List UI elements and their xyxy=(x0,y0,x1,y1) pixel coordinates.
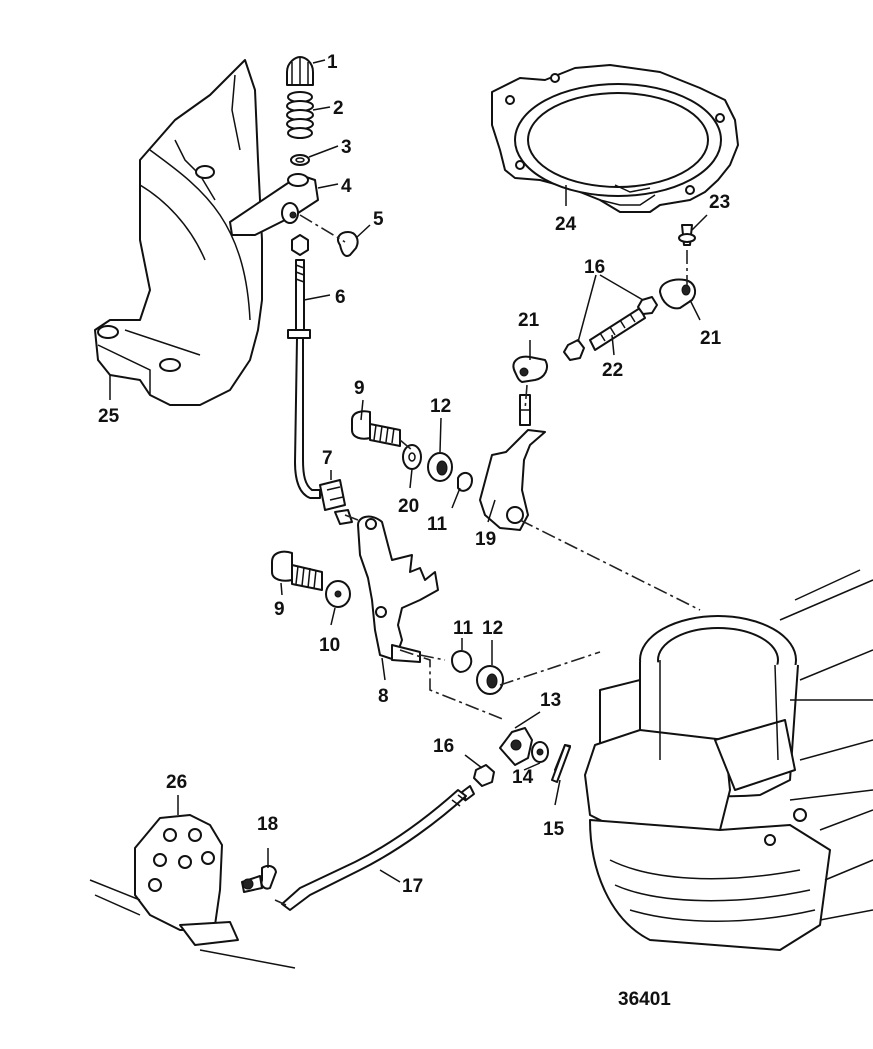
callout-12-upper: 12 xyxy=(430,396,451,417)
callout-16-upper: 16 xyxy=(584,257,605,278)
callout-21-left: 21 xyxy=(518,310,540,331)
lower-fittings xyxy=(473,727,571,787)
callout-21-right: 21 xyxy=(700,328,722,349)
callout-26: 26 xyxy=(166,772,187,793)
callout-18: 18 xyxy=(257,814,278,835)
shift-plate-19 xyxy=(479,394,546,531)
callout-1: 1 xyxy=(327,52,338,73)
tie-rod-linkage xyxy=(512,224,697,411)
nut-16-lower xyxy=(473,764,495,787)
callout-20: 20 xyxy=(398,496,419,517)
callout-22: 22 xyxy=(602,360,623,381)
callout-9-upper: 9 xyxy=(354,378,365,399)
callout-14: 14 xyxy=(512,767,534,788)
rod-end-21-left xyxy=(512,355,548,383)
threaded-rod-22 xyxy=(589,307,646,351)
callout-12-lower: 12 xyxy=(482,618,503,639)
nut-16-right xyxy=(637,296,658,315)
lower-bolt-group xyxy=(271,550,351,608)
bolt-9-lower xyxy=(271,550,293,582)
callout-6: 6 xyxy=(335,287,346,308)
upper-bolt-group xyxy=(351,410,473,492)
shift-bracket-8 xyxy=(357,515,439,663)
washer-20 xyxy=(402,444,422,470)
mounting-bracket-25 xyxy=(94,59,263,406)
callout-17: 17 xyxy=(402,876,423,897)
callout-labels: 1 2 3 4 5 6 7 8 9 9 10 11 11 12 12 13 14… xyxy=(98,52,730,897)
figure-number: 36401 xyxy=(618,989,671,1010)
rod-6 xyxy=(295,259,305,331)
shift-rod-17 xyxy=(281,785,475,911)
rod-end-21-right xyxy=(659,278,697,310)
washer-3 xyxy=(290,154,310,166)
pin-18 xyxy=(241,864,277,893)
callout-9-lower: 9 xyxy=(274,599,285,620)
callout-13: 13 xyxy=(540,690,561,711)
clip-5 xyxy=(337,231,359,257)
housing-ring-24 xyxy=(491,64,739,213)
shift-rod-assembly xyxy=(229,56,359,499)
callout-25: 25 xyxy=(98,406,120,427)
callout-8: 8 xyxy=(378,686,389,707)
callout-3: 3 xyxy=(341,137,352,158)
engine-block xyxy=(584,569,873,951)
callout-5: 5 xyxy=(373,209,384,230)
lower-bushing-group xyxy=(451,650,504,695)
callout-2: 2 xyxy=(333,98,344,119)
callout-23: 23 xyxy=(709,192,730,213)
alignment-lines xyxy=(274,439,701,906)
callout-16-lower: 16 xyxy=(433,736,454,757)
clip-block-7 xyxy=(319,479,353,525)
clip-11-lower xyxy=(451,650,473,673)
callout-24: 24 xyxy=(555,214,577,235)
callout-11-upper: 11 xyxy=(427,514,448,535)
callout-4: 4 xyxy=(341,176,352,197)
lower-bracket-26 xyxy=(89,814,296,969)
callout-7: 7 xyxy=(322,448,333,469)
spring-2 xyxy=(286,91,314,139)
clip-11-upper xyxy=(457,472,473,492)
callout-10: 10 xyxy=(319,635,340,656)
callout-19: 19 xyxy=(475,529,496,550)
leader-lines xyxy=(109,59,708,883)
callout-15: 15 xyxy=(543,819,565,840)
nut-16-left xyxy=(563,339,585,361)
callout-11-lower: 11 xyxy=(453,618,474,639)
